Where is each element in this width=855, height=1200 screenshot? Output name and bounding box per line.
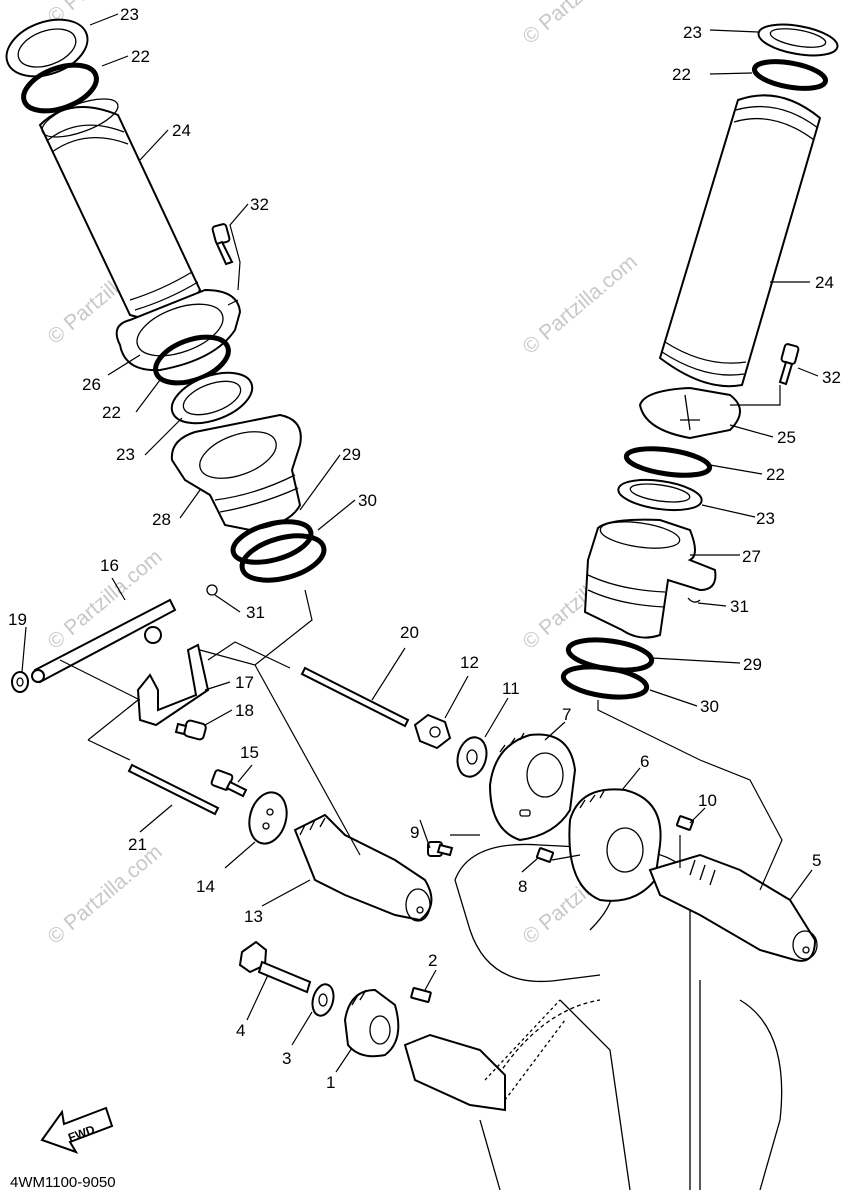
callout-20: 20 <box>400 623 419 642</box>
right-cover-assembly <box>560 23 839 700</box>
callout-15: 15 <box>240 743 259 762</box>
camshaft-5 <box>648 853 818 962</box>
callout-7: 7 <box>562 705 571 724</box>
callout-22: 22 <box>102 403 121 422</box>
callout-23: 23 <box>756 509 775 528</box>
washer-14 <box>248 791 288 845</box>
o-ring-22-left-top <box>21 62 99 114</box>
callout-18: 18 <box>235 701 254 720</box>
clip-31-left <box>206 584 218 596</box>
callout-24: 24 <box>815 273 834 292</box>
bolt-15 <box>210 769 248 798</box>
rod-20 <box>300 666 410 728</box>
callout-31: 31 <box>246 603 265 622</box>
callouts: 23 22 24 32 26 22 23 28 29 30 31 23 22 2… <box>8 5 841 1092</box>
callout-17: 17 <box>235 673 254 692</box>
callout-31: 31 <box>730 597 749 616</box>
left-camshaft-group <box>210 769 433 922</box>
clip-31-right <box>687 597 701 603</box>
shift-linkage <box>11 598 410 816</box>
key-10 <box>675 815 695 831</box>
bolt-9 <box>427 841 454 857</box>
diagram-code: 4WM1100-9050 <box>10 1174 116 1191</box>
lever-16 <box>144 626 162 644</box>
callout-23: 23 <box>116 445 135 464</box>
forward-arrow: FWD <box>40 1106 114 1154</box>
callout-23: 23 <box>683 23 702 42</box>
watermark-5: © Partzilla.com <box>43 840 166 949</box>
callout-29: 29 <box>743 655 762 674</box>
callout-22: 22 <box>766 465 785 484</box>
callout-30: 30 <box>700 697 719 716</box>
callout-9: 9 <box>410 823 419 842</box>
bolt-4 <box>238 940 312 994</box>
callout-2: 2 <box>428 951 437 970</box>
callout-32: 32 <box>250 195 269 214</box>
callout-1: 1 <box>326 1073 335 1092</box>
o-ring-30-right <box>560 664 650 700</box>
leader-lines <box>21 13 819 1073</box>
callout-16: 16 <box>100 556 119 575</box>
callout-23: 23 <box>120 5 139 24</box>
cap-23-right-top <box>757 23 839 57</box>
cap-23-left-top <box>5 18 89 78</box>
callout-13: 13 <box>244 907 263 926</box>
callout-21: 21 <box>128 835 147 854</box>
callout-4: 4 <box>236 1021 245 1040</box>
watermark-2: © Partzilla.com <box>518 250 641 359</box>
callout-30: 30 <box>358 491 377 510</box>
housing-27 <box>583 518 717 639</box>
tube-24-right <box>658 94 822 388</box>
fwd-arrow-icon <box>40 1106 114 1154</box>
o-ring-29-left <box>230 519 314 565</box>
gear-6 <box>568 788 662 902</box>
bolt-32-left <box>211 223 234 266</box>
washer-11 <box>456 736 488 778</box>
key-2 <box>410 987 432 1003</box>
housing-28 <box>170 413 302 532</box>
screw-18 <box>174 719 207 741</box>
rod-21 <box>127 763 220 816</box>
o-ring-22-right-mid <box>623 446 713 478</box>
callout-11: 11 <box>502 679 520 698</box>
callout-22: 22 <box>131 47 150 66</box>
watermark-7: © Partzilla.com <box>518 0 641 49</box>
cap-23-right-mid <box>617 478 703 512</box>
key-8 <box>535 847 555 863</box>
callout-26: 26 <box>82 375 101 394</box>
callout-28: 28 <box>152 510 171 529</box>
callout-5: 5 <box>812 851 821 870</box>
gear-7 <box>488 733 577 842</box>
center-gear-group <box>413 713 695 902</box>
callout-22: 22 <box>672 65 691 84</box>
camshaft-13 <box>293 813 433 922</box>
cap-23-left-mid <box>170 371 254 425</box>
callout-25: 25 <box>777 428 796 447</box>
callout-32: 32 <box>822 368 841 387</box>
crankshaft-end <box>403 1033 506 1112</box>
washer-3 <box>311 983 335 1017</box>
cover-plate-25 <box>638 386 741 440</box>
washer-19 <box>11 671 29 693</box>
bolt-32-right <box>778 343 800 386</box>
callout-19: 19 <box>8 610 27 629</box>
callout-10: 10 <box>698 791 717 810</box>
o-ring-22-right-top <box>751 59 829 91</box>
cover-plate-26 <box>115 288 242 372</box>
nut-12 <box>413 713 452 750</box>
left-cover-assembly <box>5 18 327 596</box>
o-ring-30-left <box>239 533 327 583</box>
callout-6: 6 <box>640 752 649 771</box>
callout-14: 14 <box>196 877 215 896</box>
fork-17 <box>136 643 210 727</box>
callout-27: 27 <box>742 547 761 566</box>
callout-29: 29 <box>342 445 361 464</box>
callout-8: 8 <box>518 877 527 896</box>
callout-3: 3 <box>282 1049 291 1068</box>
callout-24: 24 <box>172 121 191 140</box>
crank-gear-group <box>238 940 566 1112</box>
callout-12: 12 <box>460 653 479 672</box>
